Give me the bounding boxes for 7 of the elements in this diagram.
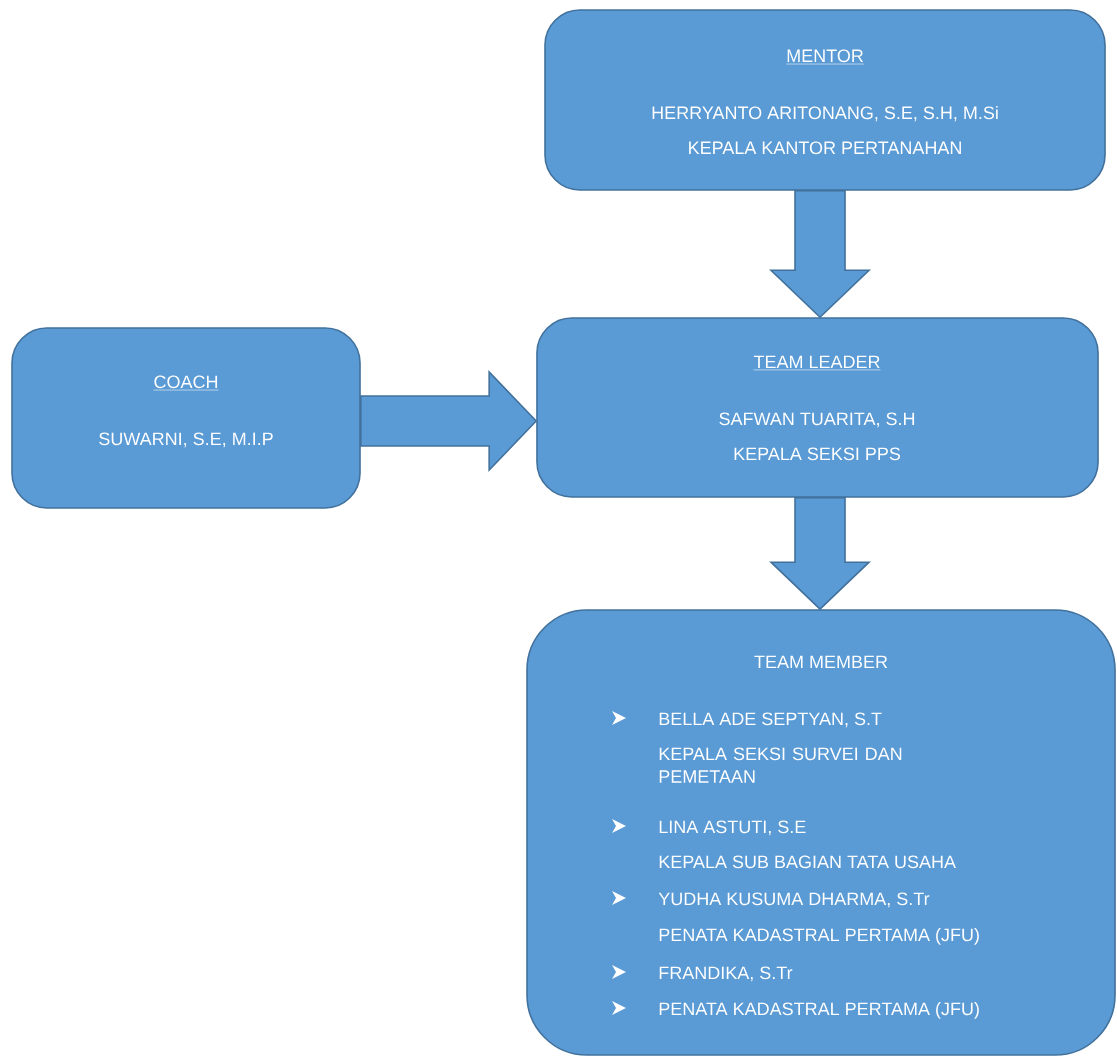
block-arrow — [769, 496, 871, 611]
rounded-box: COACH SUWARNI, S.E, M.I.P — [11, 327, 361, 509]
rounded-box: TEAM MEMBER BELLA ADE SEPTYAN, S.T KEPALA SEKSI SURVEI DAN PEMETAAN LINA ASTUTI, S.E KEPALA SUB BAGIAN TATA USAHA YUDHA KUSUMA DHARMA, S.Tr PENATA KADASTRAL PERTAMA (JFU) FRANDIKA, S.Tr PENATA KADASTRAL PERTAMA (JFU) — [526, 609, 1116, 1056]
block-arrow — [769, 190, 871, 319]
block-arrow — [360, 370, 538, 472]
rounded-box: MENTOR HERRYANTO ARITONANG, S.E, S.H, M.Si KEPALA KANTOR PERTANAHAN — [544, 9, 1106, 191]
rounded-box: TEAM LEADER SAFWAN TUARITA, S.H KEPALA SEKSI PPS — [536, 317, 1099, 498]
